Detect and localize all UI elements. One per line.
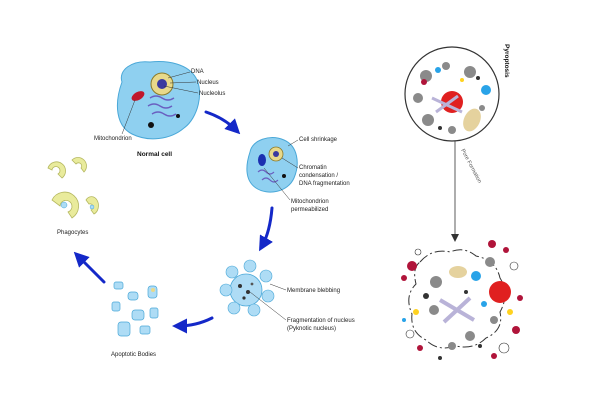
label-chromatin-2: condensation / (299, 173, 338, 179)
blebbing-cell (219, 259, 287, 321)
label-apoptotic-bodies: Apoptotic Bodies (111, 352, 156, 358)
mitochondrion-shape (131, 91, 145, 101)
nucleolus-shape (157, 79, 167, 89)
arrow-3 (172, 316, 214, 334)
label-pore-formation: Pore Formation (459, 148, 482, 184)
label-dna: DNA (191, 69, 204, 75)
label-fragmentation-2: (Pyknotic nucleus) (287, 326, 336, 332)
arrow-4 (73, 251, 106, 284)
label-phagocytes: Phagocytes (57, 230, 88, 236)
pyroptosis-intact-cell (404, 46, 500, 142)
label-mito-1: Mitochondrion (291, 199, 329, 205)
label-mitochondrion: Mitochondrion (94, 136, 132, 142)
normal-cell (116, 61, 200, 140)
normal-cell-title: Normal cell (137, 151, 172, 158)
label-nucleolus: Nucleolus (199, 91, 225, 97)
cycle-arrows (73, 110, 274, 334)
label-chromatin-1: Chromatin (299, 165, 327, 171)
er-shape (147, 95, 177, 117)
label-fragmentation-1: Fragmentation of nucleus (287, 318, 355, 324)
label-mito-2: permeabilized (291, 207, 328, 213)
label-nucleus: Nucleus (197, 80, 219, 86)
label-membrane-blebbing: Membrane blebbing (287, 288, 340, 294)
label-cell-shrinkage: Cell shrinkage (299, 137, 338, 143)
arrow-2 (259, 206, 274, 252)
label-chromatin-3: DNA fragmentation (299, 181, 350, 187)
pyroptosis-title: Pyroptosis (503, 44, 510, 78)
shrinking-cell (246, 137, 299, 201)
apoptotic-bodies (111, 281, 159, 337)
arrow-1 (204, 110, 241, 135)
pyroptosis-ruptured-cell (401, 240, 523, 360)
